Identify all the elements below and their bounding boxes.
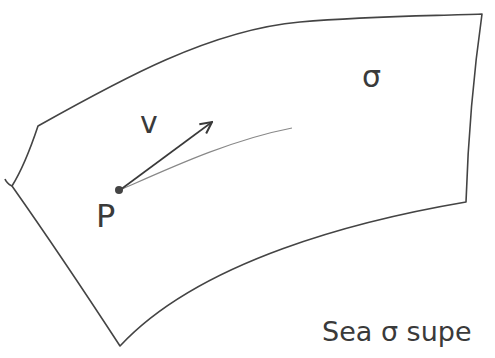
tangent-vector (120, 122, 212, 190)
caption-note: Sea σ supe (322, 318, 472, 345)
surface-outline (12, 14, 482, 346)
point-dot (115, 186, 123, 194)
surface-label: σ (362, 62, 381, 92)
corner-tail (5, 179, 12, 186)
point-label: P (96, 200, 115, 232)
vector-label: v (140, 108, 158, 138)
